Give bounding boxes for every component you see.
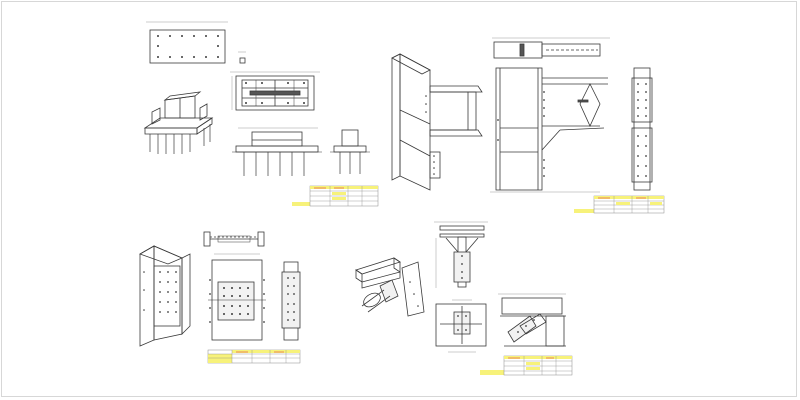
base-plate-drawing <box>143 21 370 176</box>
connection-main-elevation <box>490 67 608 193</box>
brace-detail-view <box>498 293 566 347</box>
brace-connection-drawing <box>355 221 566 353</box>
column-splice-drawing <box>139 231 301 347</box>
base-side-elevation <box>330 129 370 174</box>
base-front-elevation <box>232 127 322 176</box>
column-isometric-view <box>391 53 483 191</box>
bom-table-1 <box>292 185 379 207</box>
splice-top-section <box>203 231 265 247</box>
base-plate-plan-view <box>146 21 246 64</box>
base-isometric-view <box>143 91 214 154</box>
connection-top-plan <box>492 37 610 59</box>
splice-front-elevation <box>208 253 266 341</box>
brace-isometric-view <box>355 257 425 317</box>
bom-table-3 <box>207 349 301 364</box>
connection-side-elevation <box>631 67 653 191</box>
splice-side-elevation <box>281 261 301 341</box>
bom-table-2 <box>574 195 665 214</box>
moment-connection-drawing <box>391 37 653 193</box>
gusset-section-view <box>435 299 487 353</box>
bom-table-4 <box>480 355 573 376</box>
splice-isometric-view <box>139 245 191 347</box>
gusset-elevation <box>434 221 488 288</box>
column-base-plan-view <box>230 71 320 111</box>
